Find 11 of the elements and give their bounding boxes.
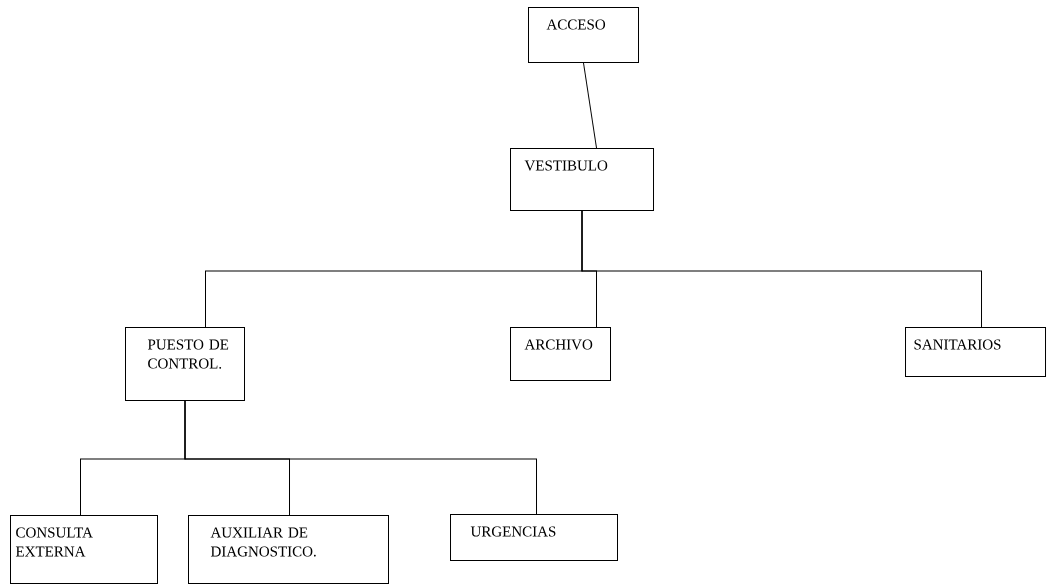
box: URGENCIAS [450,514,618,561]
box: SANITARIOS [905,327,1046,377]
box: AUXILIAR DE DIAGNOSTICO. [188,515,389,584]
box: ARCHIVO [510,327,611,381]
connector-line [583,62,597,149]
box: CONSULTA EXTERNA [10,515,158,584]
box: ACCESO [528,7,639,63]
connector-line [184,400,537,515]
box: VESTIBULO [510,148,654,211]
box: PUESTO DE CONTROL. [125,327,245,401]
connector-line [581,210,982,328]
